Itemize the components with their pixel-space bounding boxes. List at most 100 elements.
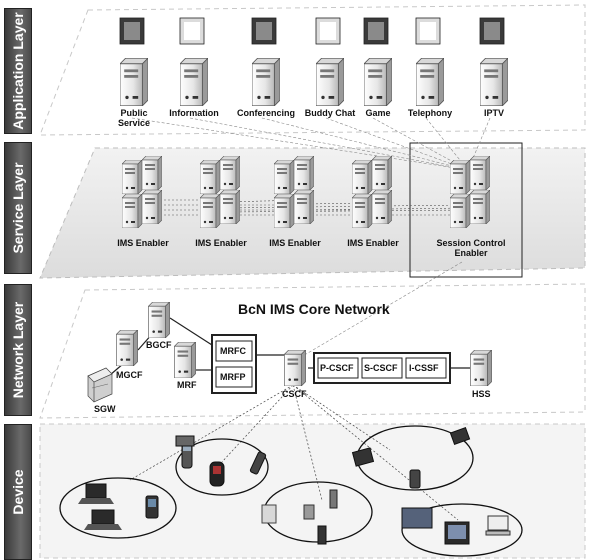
network-to-device-links <box>129 384 459 521</box>
service-layer-label: Service Layer <box>10 162 26 254</box>
service-server-unit <box>450 160 470 194</box>
cordless-phone-icon <box>329 489 338 509</box>
iptv-icon-screen <box>484 22 500 40</box>
service-server-unit <box>142 190 162 224</box>
service-server-unit <box>294 190 314 224</box>
service-server-unit <box>122 194 142 228</box>
app-server-3 <box>315 17 344 106</box>
p-cscf-box <box>317 357 359 379</box>
application-layer-tab: Application Layer <box>4 8 32 134</box>
conferencing-icon-screen <box>256 22 272 40</box>
device-layer-label: Device <box>10 469 26 515</box>
service-server-unit <box>274 194 294 228</box>
service-server-unit <box>200 194 220 228</box>
device-cluster-outlines <box>59 425 523 557</box>
bgcf-label: BGCF <box>146 340 172 350</box>
tv-screen-icon <box>401 507 433 529</box>
tablet-icon-2 <box>449 426 471 446</box>
information-icon-screen <box>184 22 200 40</box>
network-layer-label: Network Layer <box>10 301 26 399</box>
service-server-unit <box>372 190 392 224</box>
tablet-devices <box>351 426 471 489</box>
mrfp-box <box>215 366 253 388</box>
network-node-hss <box>470 350 492 386</box>
service-server-unit <box>470 190 490 224</box>
app-server-box-1 <box>180 58 208 106</box>
service-to-cscf-link <box>295 261 463 361</box>
hss-label: HSS <box>472 389 491 399</box>
desktop-icon <box>487 515 509 531</box>
service-server-unit <box>200 160 220 194</box>
app-service-label: Telephony <box>407 108 453 118</box>
app-server-0 <box>119 17 148 106</box>
app-server-box-3 <box>316 58 344 106</box>
app-service-label: Conferencing <box>236 108 295 118</box>
desk-phone-icon <box>303 504 315 520</box>
telephony-icon-screen <box>420 22 436 40</box>
service-server-unit <box>220 190 240 224</box>
sgw-label: SGW <box>94 404 116 414</box>
tablet-icon <box>351 447 375 467</box>
service-server-unit <box>470 156 490 190</box>
phone-icon-3 <box>249 451 267 475</box>
public-service-icon-screen <box>124 22 140 40</box>
network-node-cscf <box>284 350 306 386</box>
app-service-label: Public Service <box>117 108 151 128</box>
service-server-unit <box>352 194 372 228</box>
service-server-unit <box>352 160 372 194</box>
service-server-unit <box>274 160 294 194</box>
app-server-box-4 <box>364 58 392 106</box>
service-server-unit <box>142 156 162 190</box>
application-layer-band <box>39 4 586 136</box>
service-server-unit <box>450 194 470 228</box>
laptop-base-icon <box>78 498 114 504</box>
service-layer-tab: Service Layer <box>4 142 32 274</box>
cscf-label: CSCF <box>282 389 307 399</box>
mrf-label: MRF <box>177 380 197 390</box>
network-layer-band <box>39 283 586 419</box>
s-cscf-box <box>361 357 403 379</box>
service-enabler-label: IMS Enabler <box>117 238 169 248</box>
i-cssf-box <box>405 357 447 379</box>
app-server-box-6 <box>480 58 508 106</box>
app-server-2 <box>251 17 280 106</box>
buddy-chat-icon-screen <box>320 22 336 40</box>
app-service-label: Game <box>365 108 391 118</box>
service-server-unit <box>294 156 314 190</box>
mrfp-label: MRFP <box>220 372 246 382</box>
mobile-devices <box>175 435 267 487</box>
network-node-mgcf <box>116 330 138 366</box>
network-node-sgw <box>87 367 113 403</box>
app-server-box-2 <box>252 58 280 106</box>
network-node-mrf <box>174 342 196 378</box>
app-server-1 <box>179 17 208 106</box>
handheld-icon <box>409 469 421 489</box>
app-server-6 <box>479 17 508 106</box>
app-server-5 <box>415 17 444 106</box>
app-service-label: Buddy Chat <box>304 108 356 118</box>
laptop-icon-2 <box>91 509 115 525</box>
app-server-box-5 <box>416 58 444 106</box>
mobile-phone-icon <box>317 525 327 545</box>
tv-devices <box>401 507 511 545</box>
app-service-label: IPTV <box>483 108 504 118</box>
network-node-bgcf <box>148 302 170 338</box>
s-cscf-label: S-CSCF <box>364 363 398 373</box>
service-server-unit <box>220 156 240 190</box>
mrfc-label: MRFC <box>220 346 246 356</box>
pc-devices <box>78 483 159 530</box>
application-layer-label: Application Layer <box>10 12 26 130</box>
camera-icon <box>175 435 195 447</box>
network-title: BcN IMS Core Network <box>238 301 390 317</box>
handset-icon <box>261 504 277 524</box>
p-cscf-label: P-CSCF <box>320 363 354 373</box>
i-cssf-label: I-CSSF <box>409 363 439 373</box>
app-service-label: Information <box>169 108 219 118</box>
service-enabler-label: IMS Enabler <box>269 238 321 248</box>
device-layer-tab: Device <box>4 424 32 560</box>
session-control-box <box>409 142 523 278</box>
mrfc-box <box>215 340 253 362</box>
game-icon-screen <box>368 22 384 40</box>
